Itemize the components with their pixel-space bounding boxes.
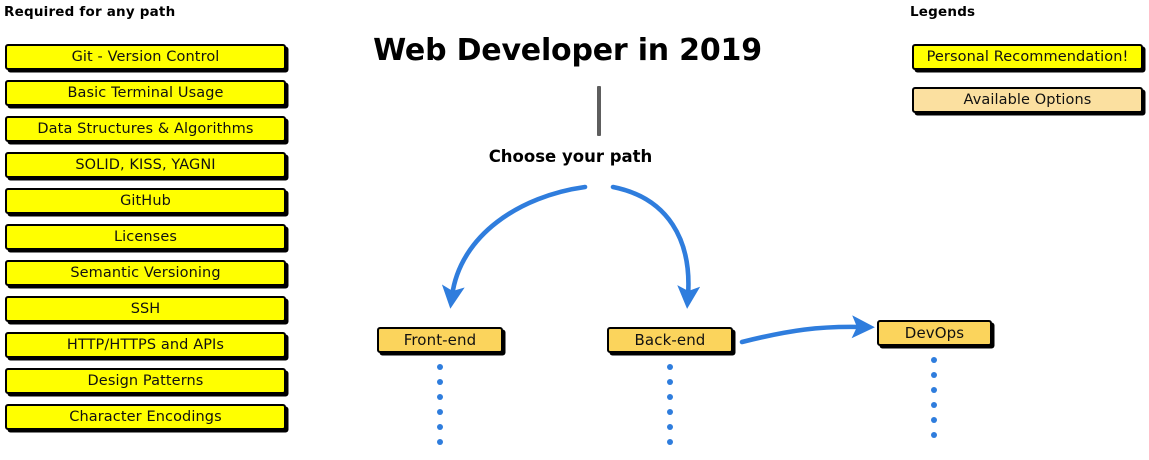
path-box-devops[interactable]: DevOps <box>877 320 992 346</box>
page-title-text: Web Developer in 2019 <box>373 33 762 68</box>
required-item-label: Basic Terminal Usage <box>67 85 224 101</box>
dot <box>667 379 673 385</box>
dot <box>667 424 673 430</box>
required-item-box[interactable]: Basic Terminal Usage <box>5 80 286 106</box>
dot <box>667 394 673 400</box>
page-title: Web Developer in 2019 <box>0 33 1149 68</box>
required-item-box[interactable]: Licenses <box>5 224 286 250</box>
required-item-box[interactable]: Data Structures & Algorithms <box>5 116 286 142</box>
path-box-label: Back-end <box>634 331 706 349</box>
dot <box>931 402 937 408</box>
required-item-label: HTTP/HTTPS and APIs <box>66 337 225 353</box>
required-item-label: Semantic Versioning <box>70 265 221 281</box>
dotted-continuation-devops <box>931 357 937 447</box>
dot <box>931 387 937 393</box>
dot <box>931 432 937 438</box>
required-item-box[interactable]: Design Patterns <box>5 368 286 394</box>
path-box-label: Front-end <box>403 331 477 349</box>
required-item-label: SOLID, KISS, YAGNI <box>75 157 216 173</box>
dot <box>437 409 443 415</box>
legends-section-header: Legends <box>910 4 976 20</box>
dot <box>931 372 937 378</box>
required-item-box[interactable]: GitHub <box>5 188 286 214</box>
required-item-label: GitHub <box>120 193 171 209</box>
dot <box>667 439 673 445</box>
path-box-frontend[interactable]: Front-end <box>377 327 503 353</box>
choose-path-text: Choose your path <box>488 147 653 166</box>
required-item-box[interactable]: SSH <box>5 296 286 322</box>
choose-path-label: Choose your path <box>0 147 1149 166</box>
dot <box>931 417 937 423</box>
legend-item-available-options: Available Options <box>912 87 1143 113</box>
dotted-continuation-frontend <box>437 364 443 454</box>
required-item-label: Character Encodings <box>69 409 222 425</box>
arrow-to-frontend <box>441 184 588 309</box>
required-item-label: Git - Version Control <box>71 49 220 65</box>
dotted-continuation-backend <box>667 364 673 454</box>
path-box-label: DevOps <box>904 324 965 342</box>
required-item-label: Licenses <box>113 229 178 245</box>
required-item-box[interactable]: Git - Version Control <box>5 44 286 70</box>
trunk-connector-line <box>597 86 601 136</box>
dot <box>667 364 673 370</box>
legend-item-label: Personal Recommendation! <box>926 49 1129 65</box>
dot <box>437 379 443 385</box>
required-item-box[interactable]: Semantic Versioning <box>5 260 286 286</box>
dot <box>437 394 443 400</box>
arrow-to-backend <box>610 184 701 309</box>
dot <box>667 409 673 415</box>
dot <box>437 439 443 445</box>
required-item-label: Design Patterns <box>87 373 204 389</box>
required-item-label: SSH <box>130 301 161 317</box>
required-section-header: Required for any path <box>4 4 176 20</box>
required-item-box[interactable]: Character Encodings <box>5 404 286 430</box>
dot <box>931 357 937 363</box>
required-item-box[interactable]: HTTP/HTTPS and APIs <box>5 332 286 358</box>
dot <box>437 424 443 430</box>
dot <box>437 364 443 370</box>
legend-item-label: Available Options <box>963 92 1092 108</box>
required-item-label: Data Structures & Algorithms <box>37 121 254 137</box>
required-item-box[interactable]: SOLID, KISS, YAGNI <box>5 152 286 178</box>
path-box-backend[interactable]: Back-end <box>607 327 733 353</box>
legend-item-personal-recommendation: Personal Recommendation! <box>912 44 1143 70</box>
arrow-backend-to-devops <box>739 315 875 345</box>
